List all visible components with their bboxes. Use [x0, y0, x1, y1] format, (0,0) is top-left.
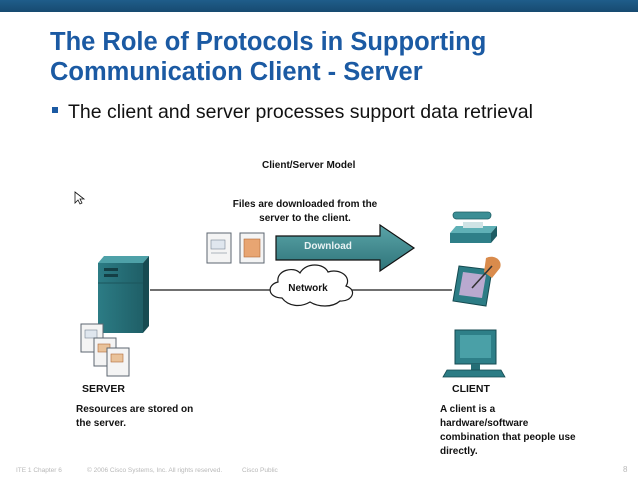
footer-copyright: © 2006 Cisco Systems, Inc. All rights re…: [87, 467, 223, 474]
server-description: Resources are stored on the server.: [76, 404, 194, 429]
desktop-computer-icon: [442, 329, 506, 378]
client-description: A client is a hardware/software combinat…: [440, 404, 576, 457]
bullet-item: The client and server processes support …: [52, 101, 533, 124]
top-banner: [0, 0, 638, 12]
network-cloud-icon: [269, 264, 354, 307]
slide-title: The Role of Protocols in Supporting Comm…: [50, 28, 487, 86]
bullet-text: The client and server processes support …: [68, 101, 533, 123]
bullet-square-icon: [52, 106, 58, 113]
pda-icon: [452, 256, 501, 307]
download-label: Download: [304, 241, 352, 252]
server-label: SERVER: [82, 383, 125, 395]
cursor-icon: [74, 191, 86, 205]
footer-classification: Cisco Public: [242, 467, 278, 474]
download-arrow: [275, 223, 416, 273]
network-label: Network: [288, 283, 328, 294]
telephone-icon: [450, 211, 497, 243]
files-caption: Files are downloaded from the server to …: [232, 199, 378, 224]
server-tower-icon: [98, 256, 149, 333]
diagram-heading: Client/Server Model: [262, 160, 356, 171]
footer-chapter: ITE 1 Chapter 6: [16, 467, 62, 474]
download-files-icon: [206, 232, 265, 264]
server-documents-icon: [80, 323, 130, 377]
page-number: 8: [623, 465, 628, 474]
client-label: CLIENT: [452, 383, 490, 395]
